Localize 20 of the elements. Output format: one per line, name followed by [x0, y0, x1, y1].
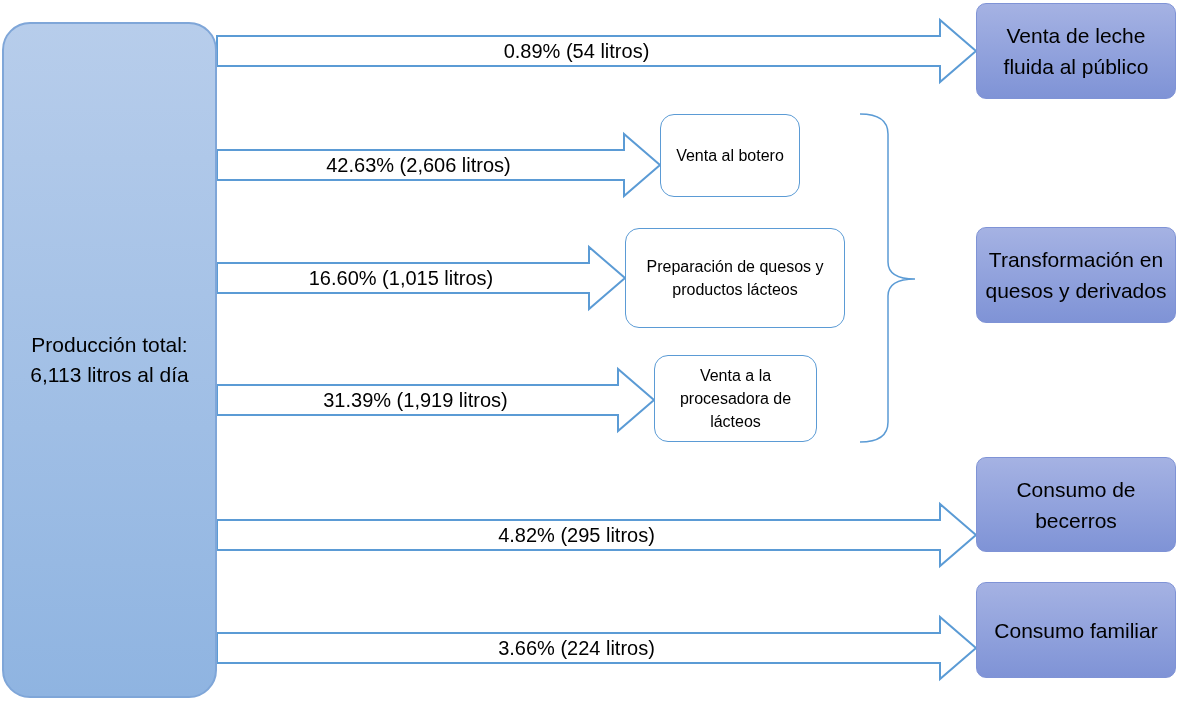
source-box: Producción total: 6,113 litros al día	[2, 22, 217, 698]
edge-label: 16.60% (1,015 litros)	[308, 266, 494, 291]
process-box: Venta a la procesadora de lácteos	[654, 355, 817, 442]
edge-label: 42.63% (2,606 litros)	[326, 153, 511, 178]
edge-label: 0.89% (54 litros)	[503, 39, 650, 64]
block-arrow	[216, 131, 662, 199]
destination-box: Consumo de becerros	[976, 457, 1176, 552]
process-box: Venta al botero	[660, 114, 800, 197]
block-arrow	[216, 366, 656, 434]
block-arrow	[216, 244, 627, 312]
process-box: Preparación de quesos y productos lácteos	[625, 228, 845, 328]
edge-label: 4.82% (295 litros)	[498, 523, 655, 548]
block-arrow	[216, 614, 978, 682]
block-arrow	[216, 501, 978, 569]
destination-box: Venta de leche fluida al público	[976, 3, 1176, 99]
edge-label: 31.39% (1,919 litros)	[323, 388, 508, 413]
block-arrow	[216, 17, 978, 85]
destination-box: Consumo familiar	[976, 582, 1176, 678]
edge-label: 3.66% (224 litros)	[498, 636, 655, 661]
destination-box: Transformación en quesos y derivados	[976, 227, 1176, 323]
